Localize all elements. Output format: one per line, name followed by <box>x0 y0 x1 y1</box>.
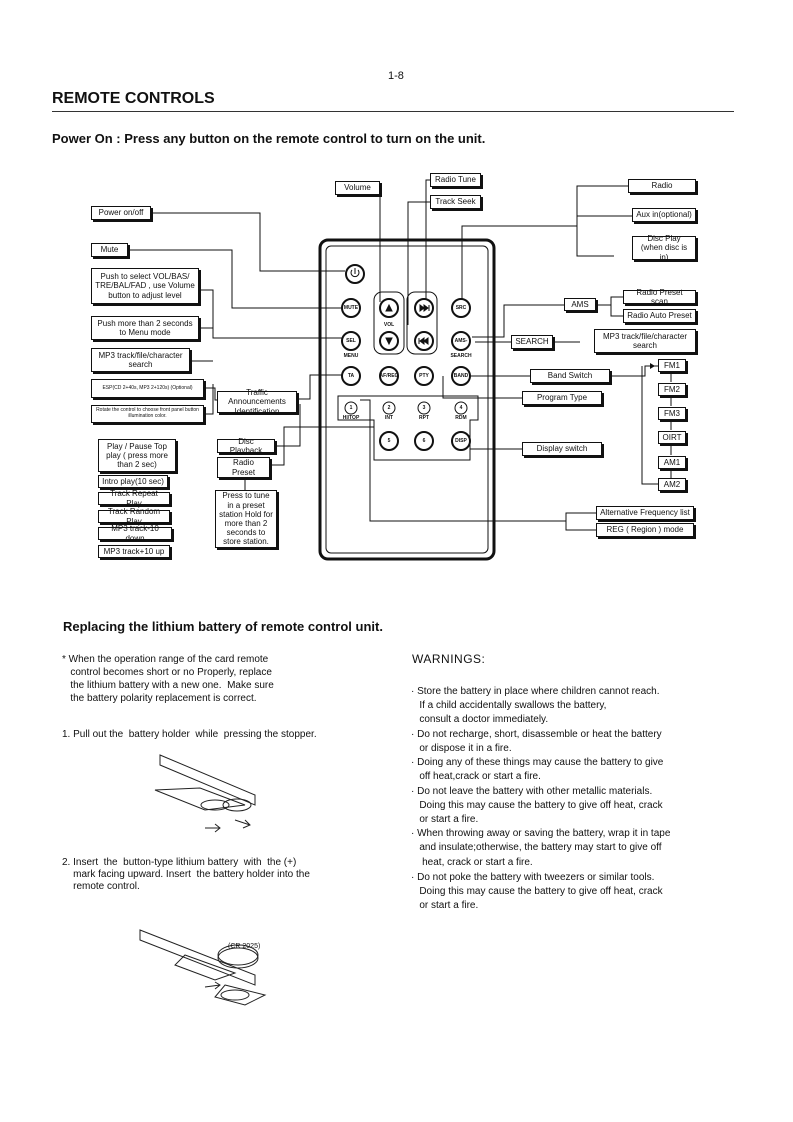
callout-esp: ESP(CD 2+40s, MP3 2+120s) (Optional) <box>91 379 204 398</box>
callout-mp3-search-left: MP3 track/file/character search <box>91 348 190 372</box>
callout-play-pause: Play / Pause Top play ( press more than … <box>98 439 176 472</box>
callout-track-seek: Track Seek <box>430 195 481 209</box>
warning-line: or start a fire. <box>411 900 479 911</box>
warning-line: · Do not poke the battery with tweezers … <box>411 872 655 883</box>
band-fm1: FM1 <box>658 359 686 372</box>
step-2-line: remote control. <box>62 881 140 892</box>
num-6-button[interactable]: 6 <box>422 438 426 444</box>
callout-radio-auto-preset: Radio Auto Preset <box>623 309 696 323</box>
battery-holder-illustration <box>154 754 256 833</box>
callout-mute: Mute <box>91 243 128 257</box>
warning-line: Doing this may cause the battery to give… <box>411 800 663 811</box>
af-reg-button[interactable]: AF/REG <box>379 373 399 379</box>
callout-program-type: Program Type <box>522 391 602 405</box>
callout-push-more: Push more than 2 seconds to Menu mode <box>91 316 199 340</box>
warning-line: · Doing any of these things may cause th… <box>411 757 664 768</box>
warnings-title: WARNINGS: <box>412 652 486 666</box>
note-line: the lithium battery with a new one. Make… <box>62 680 274 691</box>
callout-power: Power on/off <box>91 206 151 220</box>
warning-line: or start a fire. <box>411 814 479 825</box>
band-button[interactable]: BAND <box>453 373 469 379</box>
search-label: SEARCH <box>450 353 472 359</box>
num-5-button[interactable]: 5 <box>387 438 391 444</box>
battery-heading: Replacing the lithium battery of remote … <box>63 619 383 634</box>
callout-search: SEARCH <box>511 335 553 349</box>
band-fm2: FM2 <box>658 383 686 396</box>
warning-line: · Do not recharge, short, disassemble or… <box>411 729 662 740</box>
callout-disc-play: Disc Play (when disc is in) <box>632 234 696 262</box>
callout-press-tune: Press to tune in a preset station Hold f… <box>215 490 277 548</box>
warning-line: and insulate;otherwise, the battery may … <box>411 842 662 853</box>
mute-button[interactable]: MUTE <box>343 305 359 311</box>
battery-insert-illustration <box>139 929 267 1006</box>
callout-alt-freq: Alternative Frequency list <box>596 506 694 520</box>
callout-ams: AMS <box>564 298 596 311</box>
remote-diagram <box>128 179 674 561</box>
callout-radio-preset-scan: Radio Preset scan <box>623 288 696 306</box>
callout-aux: Aux in(optional) <box>632 208 696 222</box>
callout-rotate: Rotate the control to choose front panel… <box>91 405 204 423</box>
callout-reg-mode: REG ( Region ) mode <box>596 523 694 537</box>
callout-intro: Intro play(10 sec) <box>98 475 168 488</box>
callout-radio-preset: Radio Preset <box>217 457 270 478</box>
callout-traffic: Traffic Announcements Identification <box>217 388 297 416</box>
warning-line: If a child accidentally swallows the bat… <box>411 700 607 711</box>
num-1-button[interactable]: 1 <box>349 405 353 411</box>
band-am1: AM1 <box>658 456 686 469</box>
num-3-button[interactable]: 3 <box>422 405 426 411</box>
callout-disc-playback: Disc Playback <box>217 437 275 455</box>
page-title: REMOTE CONTROLS <box>52 90 215 107</box>
note-line: * When the operation range of the card r… <box>62 654 269 665</box>
rdm-label: RDM <box>455 415 467 421</box>
callout-volume: Volume <box>335 181 380 195</box>
warning-line: · When throwing away or saving the batte… <box>411 828 671 839</box>
sel-button[interactable]: SEL <box>346 338 356 344</box>
callout-random: Track Random Play <box>98 507 170 526</box>
step-1: 1. Pull out the battery holder while pre… <box>62 729 317 740</box>
callout-display-switch: Display switch <box>522 442 602 456</box>
warning-line: · Store the battery in place where child… <box>411 686 660 697</box>
warning-line: off heat,crack or start a fire. <box>411 771 541 782</box>
warning-line: heat, crack or start a fire. <box>411 857 533 868</box>
ta-button[interactable]: TA <box>347 373 355 379</box>
hi-top-label: HI/TOP <box>342 415 360 421</box>
num-2-button[interactable]: 2 <box>387 405 391 411</box>
battery-label: (CR 2025) <box>228 943 261 950</box>
rpt-label: RPT <box>419 415 429 421</box>
num-4-button[interactable]: 4 <box>459 405 463 411</box>
src-button[interactable]: SRC <box>455 305 467 311</box>
warning-line: or dispose it in a fire. <box>411 743 512 754</box>
callout-radio-tune: Radio Tune <box>430 173 481 187</box>
band-oirt: OIRT <box>658 431 686 444</box>
pty-button[interactable]: PTY <box>419 373 429 379</box>
power-on-heading: Power On : Press any button on the remot… <box>52 131 486 146</box>
ams-button[interactable]: AMS- <box>454 338 468 344</box>
step-2-line: 2. Insert the button-type lithium batter… <box>62 857 297 868</box>
warning-line: Doing this may cause the battery to give… <box>411 886 663 897</box>
band-am2: AM2 <box>658 478 686 491</box>
warning-line: consult a doctor immediately. <box>411 714 549 725</box>
disp-button[interactable]: DISP <box>455 438 467 444</box>
callout-mp3-search-right: MP3 track/file/character search <box>594 329 696 353</box>
warning-line: · Do not leave the battery with other me… <box>411 786 653 797</box>
callout-up10: MP3 track+10 up <box>98 545 170 558</box>
callout-band-switch: Band Switch <box>530 369 610 383</box>
band-fm3: FM3 <box>658 407 686 420</box>
int-label: INT <box>384 415 394 421</box>
note-line: control becomes short or no Properly, re… <box>62 667 272 678</box>
step-2-line: mark facing upward. Insert the battery h… <box>62 869 310 880</box>
page-number: 1-8 <box>388 70 404 82</box>
callout-repeat: Track Repeat Play <box>98 489 170 508</box>
title-rule <box>52 111 734 112</box>
menu-label: MENU <box>343 353 359 359</box>
callout-push-select: Push to select VOL/BAS/ TRE/BAL/FAD , us… <box>91 268 199 304</box>
callout-radio: Radio <box>628 179 696 193</box>
note-line: the battery polarity replacement is corr… <box>62 693 257 704</box>
vol-label: VOL <box>383 322 395 328</box>
callout-down10: MP3 track-10 down <box>98 524 172 543</box>
